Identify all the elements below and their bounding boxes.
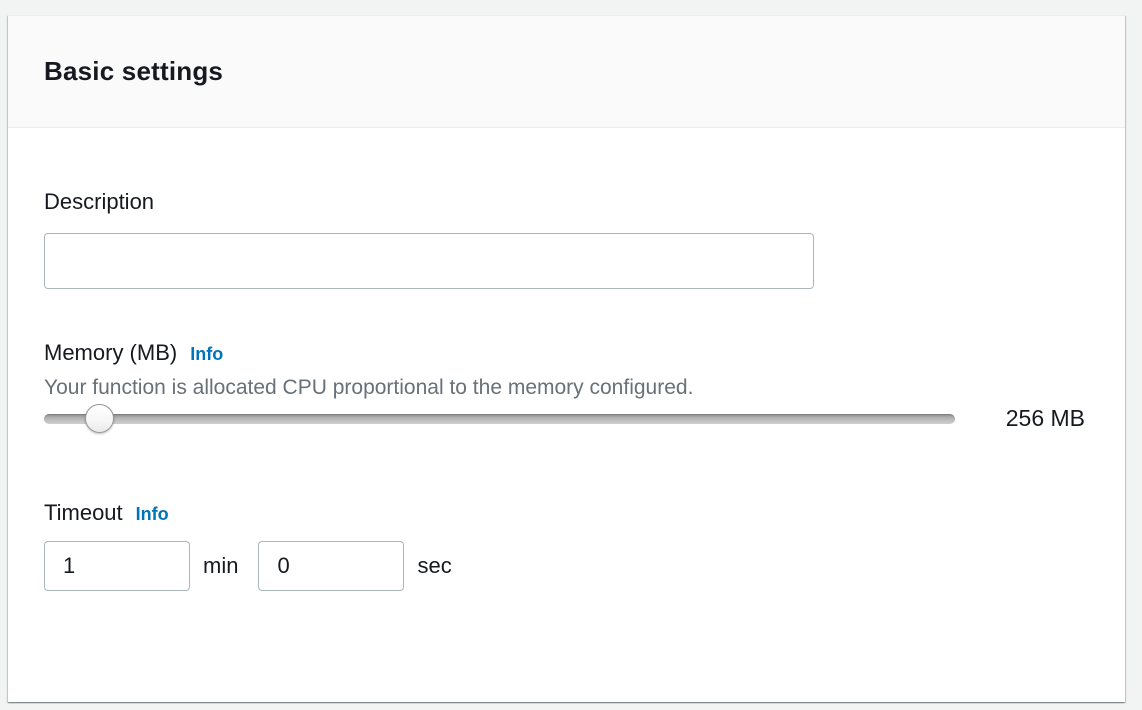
memory-value: 256 MB: [1005, 405, 1085, 431]
description-input[interactable]: [44, 233, 814, 289]
timeout-seconds-unit: sec: [417, 553, 452, 578]
timeout-label-row: Timeout Info: [44, 500, 169, 526]
timeout-seconds-input[interactable]: [258, 541, 405, 591]
panel-body: Description Memory (MB) Info Your functi…: [8, 128, 1125, 702]
timeout-minutes-input[interactable]: [44, 541, 190, 591]
timeout-label: Timeout: [44, 500, 123, 525]
timeout-row: min sec: [44, 541, 452, 591]
basic-settings-panel: Basic settings Description Memory (MB) I…: [8, 15, 1125, 702]
memory-label: Memory (MB): [44, 340, 178, 365]
timeout-minutes-unit: min: [203, 553, 239, 578]
description-label: Description: [44, 189, 155, 214]
memory-slider[interactable]: [44, 404, 955, 434]
panel-title: Basic settings: [44, 56, 224, 86]
memory-helper-text: Your function is allocated CPU proportio…: [44, 376, 694, 399]
timeout-info-link[interactable]: Info: [135, 504, 169, 524]
memory-slider-thumb[interactable]: [84, 404, 114, 433]
memory-label-row: Memory (MB) Info: [44, 340, 223, 366]
panel-header: Basic settings: [8, 16, 1125, 128]
memory-slider-track[interactable]: [44, 414, 955, 424]
memory-info-link[interactable]: Info: [190, 344, 224, 364]
